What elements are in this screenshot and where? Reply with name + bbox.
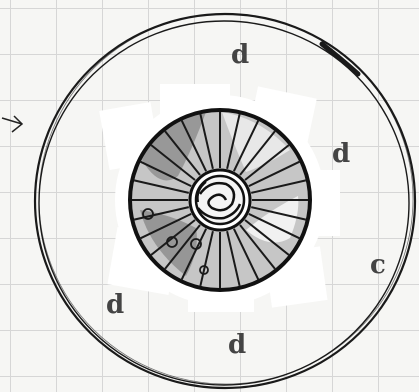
label-c: c xyxy=(370,252,386,278)
label-d-right: d xyxy=(332,141,350,167)
center-knot xyxy=(190,170,250,230)
arrow-icon xyxy=(0,110,30,140)
label-d-left: d xyxy=(106,292,124,318)
label-d-top: d xyxy=(231,42,249,68)
label-d-bottom: d xyxy=(228,332,246,358)
